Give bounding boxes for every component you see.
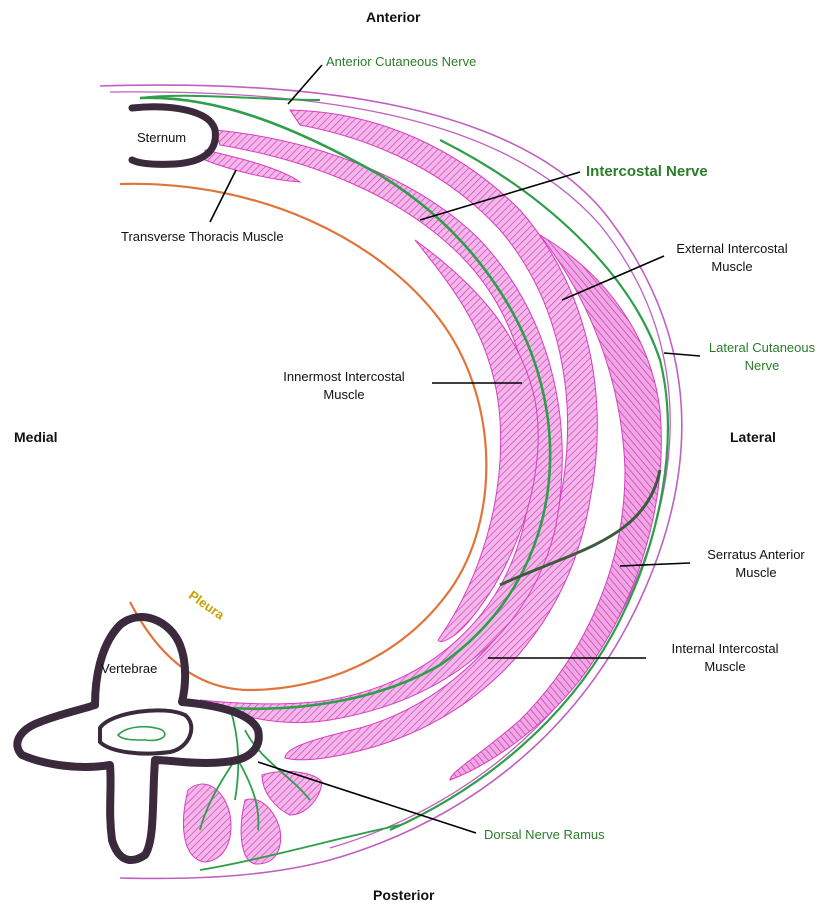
- label-innermost-intercostal-muscle: Innermost Intercostal Muscle: [270, 368, 418, 404]
- label-vertebrae: Vertebrae: [101, 660, 157, 678]
- label-serratus-anterior-line2: Muscle: [696, 564, 816, 582]
- spinal-cord: [118, 727, 165, 741]
- leader-transverse-thoracis: [210, 170, 236, 222]
- label-internal-intercostal-line2: Muscle: [658, 658, 792, 676]
- label-transverse-thoracis-muscle: Transverse Thoracis Muscle: [121, 228, 284, 246]
- label-external-intercostal-muscle: External Intercostal Muscle: [670, 240, 794, 276]
- posterior-muscle-left: [183, 784, 230, 862]
- label-external-intercostal-line2: Muscle: [670, 258, 794, 276]
- leader-anterior-cutaneous: [288, 65, 322, 104]
- label-lateral-cutaneous-line1: Lateral Cutaneous: [703, 339, 821, 357]
- vertebral-canal: [100, 710, 191, 753]
- label-external-intercostal-line1: External Intercostal: [670, 240, 794, 258]
- orientation-anterior: Anterior: [366, 8, 420, 26]
- label-innermost-intercostal-line1: Innermost Intercostal: [270, 368, 418, 386]
- label-intercostal-nerve: Intercostal Nerve: [586, 163, 708, 181]
- label-sternum: Sternum: [137, 129, 186, 147]
- label-internal-intercostal-line1: Internal Intercostal: [658, 640, 792, 658]
- label-dorsal-nerve-ramus: Dorsal Nerve Ramus: [484, 826, 605, 844]
- orientation-lateral: Lateral: [730, 428, 776, 446]
- label-serratus-anterior-muscle: Serratus Anterior Muscle: [696, 546, 816, 582]
- label-serratus-anterior-line1: Serratus Anterior: [696, 546, 816, 564]
- label-lateral-cutaneous-nerve: Lateral Cutaneous Nerve: [703, 339, 821, 375]
- orientation-posterior: Posterior: [373, 886, 434, 904]
- leader-lateral-cutaneous: [664, 353, 700, 356]
- label-anterior-cutaneous-nerve: Anterior Cutaneous Nerve: [326, 53, 476, 71]
- posterior-muscle-right: [262, 771, 322, 815]
- label-innermost-intercostal-line2: Muscle: [270, 386, 418, 404]
- label-internal-intercostal-muscle: Internal Intercostal Muscle: [658, 640, 792, 676]
- orientation-medial: Medial: [14, 428, 58, 446]
- label-lateral-cutaneous-line2: Nerve: [703, 357, 821, 375]
